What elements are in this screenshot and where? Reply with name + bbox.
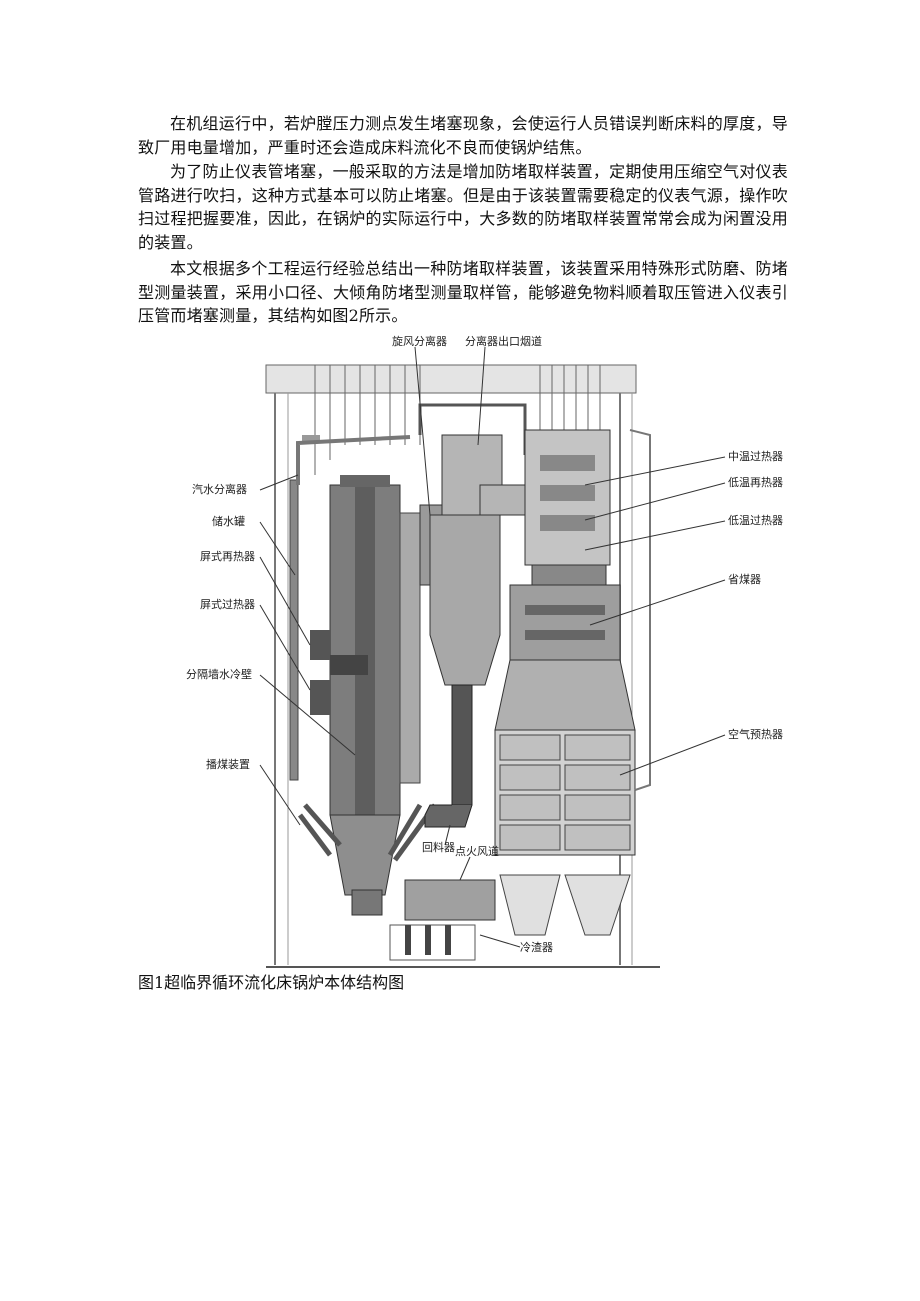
label-coal-spreader: 播煤装置 <box>206 757 250 771</box>
label-ash-cooler: 冷渣器 <box>520 940 553 954</box>
label-separator-outlet: 分离器出口烟道 <box>465 335 542 348</box>
boiler-structure-diagram: 旋风分离器 分离器出口烟道 汽水分离器 储水罐 屏式再热器 屏式过热器 分隔墙水… <box>186 335 783 968</box>
label-economizer: 省煤器 <box>728 573 761 586</box>
paragraph-1: 在机组运行中，若炉膛压力测点发生堵塞现象，会使运行人员错误判断床料的厚度，导致厂… <box>138 114 788 157</box>
label-air-preheater: 空气预热器 <box>728 727 783 741</box>
label-cyclone: 旋风分离器 <box>392 335 447 348</box>
paragraph-2: 为了防止仪表管堵塞，一般采取的方法是增加防堵取样装置，定期使用压缩空气对仪表管路… <box>138 162 788 252</box>
label-platen-superheater: 屏式过热器 <box>200 598 255 611</box>
label-partition-wall: 分隔墙水冷壁 <box>186 667 252 681</box>
label-storage-tank: 储水罐 <box>212 514 245 528</box>
paragraph-3: 本文根据多个工程运行经验总结出一种防堵取样装置，该装置采用特殊形式防磨、防堵型测… <box>138 259 788 325</box>
label-low-temp-reheater: 低温再热器 <box>728 476 783 489</box>
label-platen-reheater: 屏式再热器 <box>200 550 255 563</box>
label-ignition-duct: 点火风道 <box>455 844 499 858</box>
label-mid-temp-superheater: 中温过热器 <box>728 450 783 463</box>
label-low-temp-superheater: 低温过热器 <box>728 514 783 527</box>
label-steam-water-separator: 汽水分离器 <box>192 482 247 496</box>
figure-caption: 图1超临界循环流化床锅炉本体结构图 <box>138 973 405 992</box>
label-loop-seal: 回料器 <box>422 840 455 854</box>
